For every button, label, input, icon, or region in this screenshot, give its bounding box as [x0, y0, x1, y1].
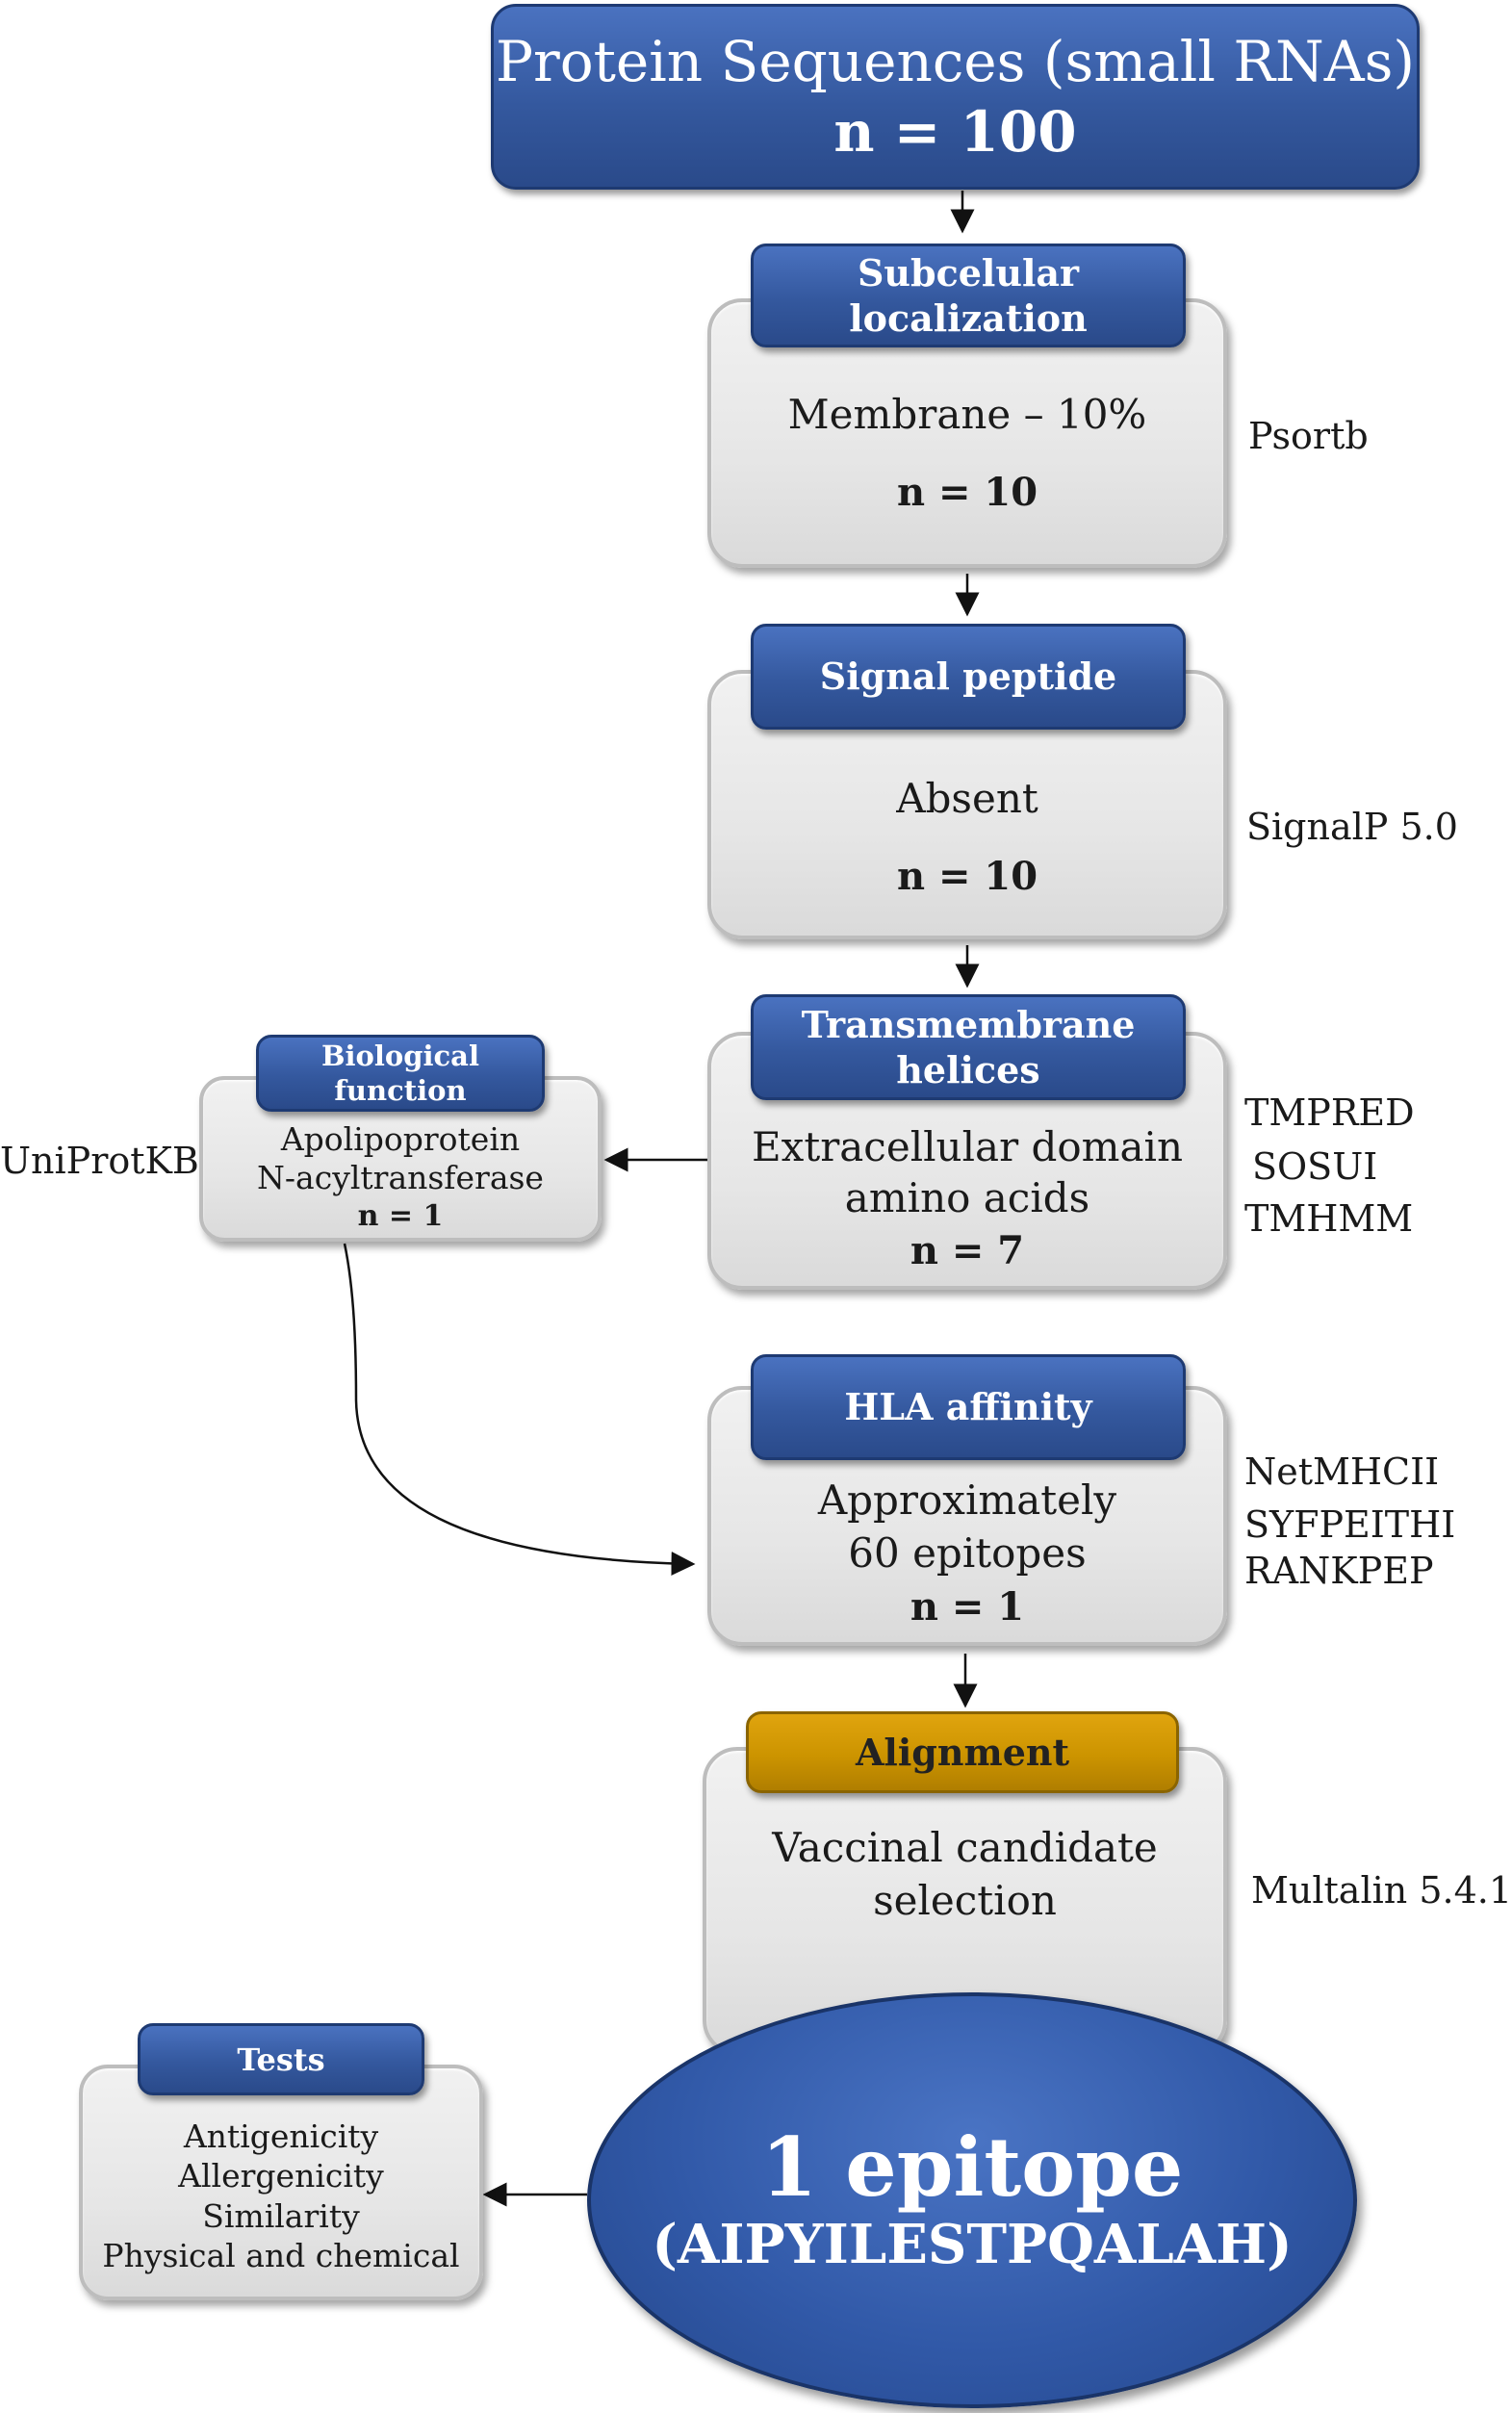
- tool-rankpep: RANKPEP: [1244, 1550, 1434, 1592]
- connector-arrows: [343, 191, 980, 2207]
- hla-header: HLA affinity: [751, 1354, 1186, 1460]
- test-item: Allergenicity: [178, 2157, 384, 2195]
- alignment-body: Vaccinal candidate selection: [772, 1824, 1158, 1924]
- signal-body: Absent: [896, 775, 1038, 822]
- tests-list: Antigenicity Allergenicity Similarity Ph…: [79, 2117, 483, 2275]
- subcellular-count: n = 10: [896, 470, 1038, 515]
- signal-count: n = 10: [896, 854, 1038, 899]
- tests-box: [79, 2065, 483, 2300]
- tool-tmpred: TMPRED: [1244, 1091, 1415, 1134]
- tool-netmhcii: NetMHCII: [1244, 1450, 1440, 1493]
- result-title: 1 epitope: [760, 2119, 1184, 2216]
- tests-header: Tests: [138, 2023, 424, 2095]
- transmembrane-count: n = 7: [910, 1228, 1025, 1273]
- tool-multalin: Multalin 5.4.1: [1251, 1869, 1512, 1912]
- protein-sequences-count: n = 100: [833, 98, 1077, 165]
- result-sequence: (AIPYILESTPQALAH): [652, 2212, 1293, 2276]
- biological-count: n = 1: [357, 1199, 444, 1233]
- tool-uniprotkb: UniProtKB: [0, 1140, 199, 1182]
- transmembrane-header: Transmembrane helices: [751, 994, 1186, 1100]
- biological-body: Apolipoprotein N-acyltransferase: [257, 1120, 544, 1197]
- test-item: Physical and chemical: [102, 2236, 460, 2274]
- hla-body: Approximately 60 epitopes: [817, 1476, 1117, 1577]
- hla-count: n = 1: [910, 1584, 1025, 1630]
- tool-psortb: Psortb: [1248, 415, 1369, 457]
- subcellular-body: Membrane – 10%: [787, 391, 1147, 438]
- result-ellipse: 1 epitope (AIPYILESTPQALAH): [587, 1992, 1357, 2408]
- tool-syfpeithi: SYFPEITHI: [1244, 1503, 1456, 1546]
- tool-signalp: SignalP 5.0: [1246, 806, 1458, 848]
- biological-header: Biological function: [256, 1035, 545, 1112]
- signal-header: Signal peptide: [751, 624, 1186, 730]
- test-item: Antigenicity: [183, 2118, 379, 2155]
- tool-sosui: SOSUI: [1252, 1145, 1378, 1188]
- test-item: Similarity: [202, 2196, 360, 2235]
- alignment-header: Alignment: [746, 1711, 1179, 1793]
- tool-tmhmm: TMHMM: [1244, 1197, 1414, 1240]
- subcellular-header: Subcelular localization: [751, 244, 1186, 347]
- protein-sequences-box: Protein Sequences (small RNAs) n = 100: [491, 4, 1420, 190]
- transmembrane-body: Extracellular domain amino acids: [751, 1123, 1184, 1222]
- arrow-biological-to-hla: [343, 1243, 696, 1577]
- protein-sequences-title: Protein Sequences (small RNAs): [495, 29, 1416, 94]
- flowchart-canvas: Protein Sequences (small RNAs) n = 100 S…: [0, 4, 1512, 2408]
